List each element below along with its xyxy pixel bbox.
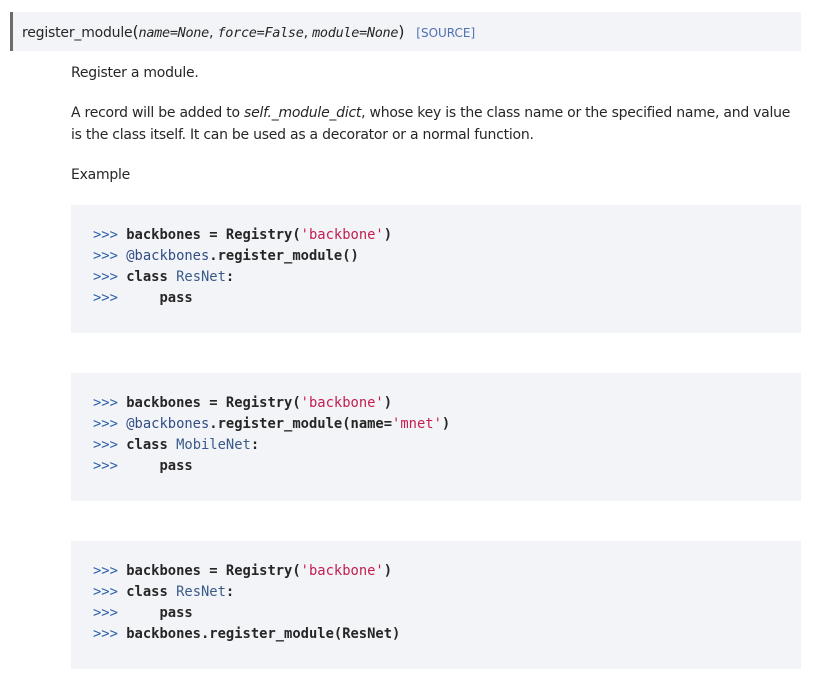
code-line: >>> backbones.register_module(ResNet): [93, 624, 801, 645]
prompt: >>>: [93, 248, 118, 264]
code-line: >>> pass: [93, 603, 801, 624]
code-keyword: pass: [117, 458, 193, 474]
code-decorator: @backbones: [117, 416, 210, 432]
code-block-3: >>> backbones = Registry('backbone') >>>…: [71, 541, 801, 669]
source-link[interactable]: [SOURCE]: [416, 26, 476, 40]
code-block-1: >>> backbones = Registry('backbone') >>>…: [71, 205, 801, 333]
code-string: 'mnet': [392, 416, 442, 432]
code-line: >>> class ResNet:: [93, 582, 801, 603]
code-text: ): [383, 227, 393, 243]
code-line: >>> @backbones.register_module(): [93, 246, 801, 267]
module-dict-ref: self._module_dict: [244, 105, 362, 121]
param-name: name=None: [138, 25, 210, 41]
prompt: >>>: [93, 437, 118, 453]
close-paren: ): [398, 22, 405, 41]
code-string: 'backbone': [300, 395, 384, 411]
description-text-1: A record will be added to: [71, 105, 245, 121]
code-keyword: pass: [117, 290, 193, 306]
code-classname: MobileNet: [176, 437, 251, 453]
code-text: backbones = Registry(: [117, 563, 301, 579]
code-classname: ResNet: [176, 269, 226, 285]
prompt: >>>: [93, 563, 118, 579]
code-line: >>> pass: [93, 456, 801, 477]
example-heading: Example: [71, 167, 130, 183]
code-text: .register_module(): [209, 248, 359, 264]
code-text: backbones = Registry(: [117, 395, 301, 411]
description-paragraph: A record will be added to self._module_d…: [71, 102, 801, 146]
code-classname: ResNet: [176, 584, 226, 600]
function-signature: register_module(name=None, force=False, …: [10, 12, 801, 51]
code-string: 'backbone': [300, 227, 384, 243]
code-block-2: >>> backbones = Registry('backbone') >>>…: [71, 373, 801, 501]
prompt: >>>: [93, 416, 118, 432]
code-line: >>> backbones = Registry('backbone'): [93, 225, 801, 246]
prompt: >>>: [93, 227, 118, 243]
prompt: >>>: [93, 269, 118, 285]
function-name: register_module: [22, 25, 133, 41]
open-paren: (: [132, 22, 139, 41]
prompt: >>>: [93, 584, 118, 600]
code-line: >>> class ResNet:: [93, 267, 801, 288]
prompt: >>>: [93, 626, 118, 642]
param-module: module=None: [312, 25, 399, 41]
summary-text: Register a module.: [71, 65, 199, 81]
code-string: 'backbone': [300, 563, 384, 579]
param-force: force=False: [217, 25, 304, 41]
param-separator: ,: [208, 25, 218, 41]
code-line: >>> pass: [93, 288, 801, 309]
code-text: ): [383, 563, 393, 579]
param-separator: ,: [303, 25, 313, 41]
code-line: >>> backbones = Registry('backbone'): [93, 393, 801, 414]
code-keyword: class: [117, 584, 177, 600]
code-text: .register_module(name=: [209, 416, 393, 432]
code-text: :: [225, 269, 235, 285]
code-line: >>> backbones = Registry('backbone'): [93, 561, 801, 582]
code-text: backbones = Registry(: [117, 227, 301, 243]
code-line: >>> class MobileNet:: [93, 435, 801, 456]
code-text: :: [225, 584, 235, 600]
code-text: :: [250, 437, 260, 453]
code-decorator: @backbones: [117, 248, 210, 264]
code-text: ): [383, 395, 393, 411]
prompt: >>>: [93, 290, 118, 306]
code-keyword: class: [117, 269, 177, 285]
code-text: ): [441, 416, 451, 432]
prompt: >>>: [93, 458, 118, 474]
prompt: >>>: [93, 605, 118, 621]
code-text: backbones.register_module(ResNet): [117, 626, 401, 642]
code-keyword: pass: [117, 605, 193, 621]
code-line: >>> @backbones.register_module(name='mne…: [93, 414, 801, 435]
description-text-2: , whose key is the class name or the spe…: [71, 105, 791, 143]
prompt: >>>: [93, 395, 118, 411]
code-keyword: class: [117, 437, 177, 453]
